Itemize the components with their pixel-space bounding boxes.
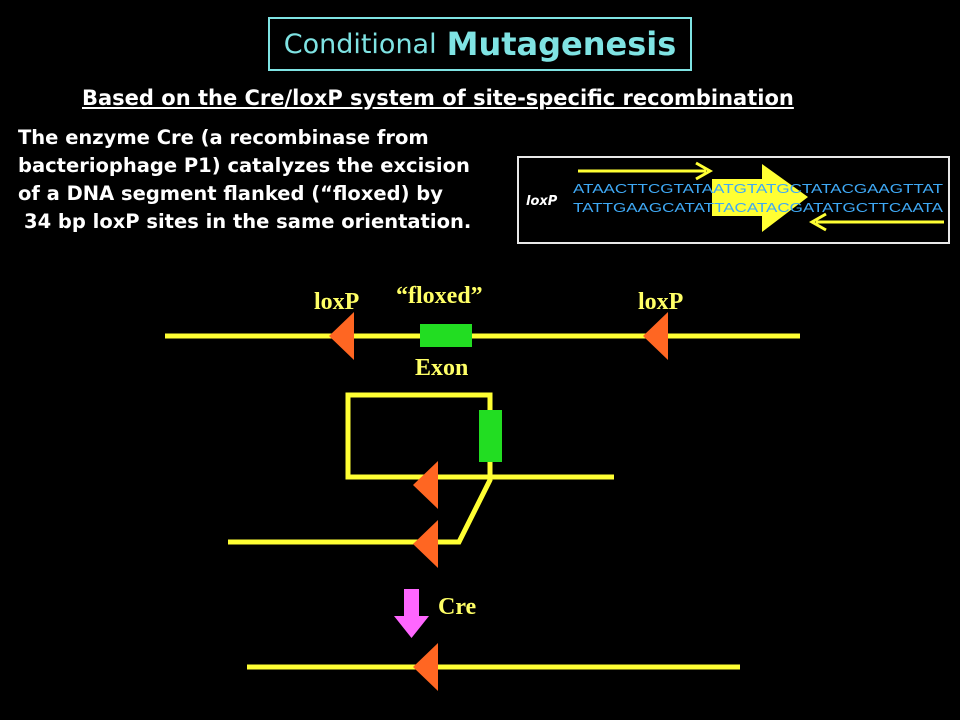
title-part-1: Conditional (283, 28, 437, 60)
cre-arrow (394, 589, 429, 638)
looped-intermediate (228, 392, 614, 568)
loxp-sequence-graphic: loxP ATAACTTCGTATAATGTATGCTATACGAAGTTAT … (526, 161, 944, 232)
reverse-arrow-head (808, 212, 827, 232)
description-line-3: of a DNA segment flanked (“floxed) by (18, 182, 443, 205)
title-box: Conditional Mutagenesis (268, 17, 692, 71)
dna-loop (228, 392, 493, 545)
loxp-sequence-box (517, 156, 950, 244)
exon-box-linear (420, 324, 472, 347)
loxp-sequence-label: loxP (526, 194, 558, 209)
cre-label: Cre (438, 594, 477, 620)
forward-arrow-head (695, 161, 714, 181)
loxp-right-label: loxP (638, 289, 683, 315)
title-part-2: Mutagenesis (446, 25, 677, 63)
loxp-left-label: loxP (314, 289, 359, 315)
exon-box-loop (479, 410, 502, 462)
loxp-loop-upper-triangle (413, 461, 438, 509)
loxp-remaining-triangle (413, 643, 438, 691)
exon-label: Exon (415, 355, 468, 381)
excised-product (247, 643, 740, 691)
description-paragraph: The enzyme Cre (a recombinase from bacte… (18, 124, 508, 236)
loxp-bottom-strand: TATTGAAGCATATTACATACGATATGCTTCAATA (573, 201, 944, 215)
cre-arrow-group: Cre (394, 589, 477, 638)
floxed-dna-linear: loxP “floxed” loxP Exon (165, 283, 800, 381)
loxp-right-triangle (643, 312, 668, 360)
loxp-loop-lower-triangle (413, 520, 438, 568)
subtitle: Based on the Cre/loxP system of site-spe… (82, 86, 794, 110)
description-line-2: bacteriophage P1) catalyzes the excision (18, 154, 470, 177)
floxed-label: “floxed” (396, 283, 483, 309)
description-line-1: The enzyme Cre (a recombinase from (18, 126, 429, 149)
loxp-spacer-arrow (712, 164, 808, 232)
description-line-4: 34 bp loxP sites in the same orientation… (24, 210, 472, 233)
loxp-top-strand: ATAACTTCGTATAATGTATGCTATACGAAGTTAT (573, 182, 943, 196)
loxp-left-triangle (329, 312, 354, 360)
